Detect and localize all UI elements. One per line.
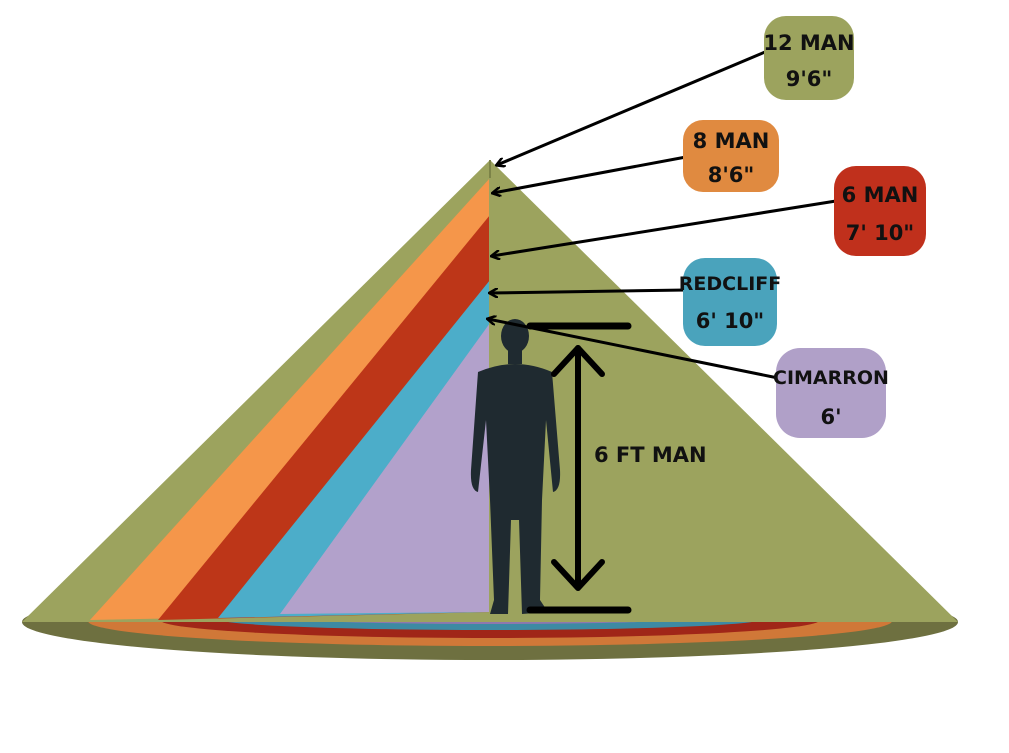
label-6-man: 6 MAN 7' 10"	[834, 166, 926, 256]
man-height-label: 6 FT MAN	[594, 443, 707, 467]
label-12-man-name: 12 MAN	[763, 31, 854, 55]
label-cimarron: CIMARRON 6'	[773, 348, 889, 438]
label-cimarron-name: CIMARRON	[773, 367, 889, 389]
person-silhouette	[470, 319, 561, 614]
label-12-man-height: 9'6"	[786, 67, 833, 91]
label-redcliff: REDCLIFF 6' 10"	[679, 258, 781, 346]
label-6-man-height: 7' 10"	[846, 221, 915, 245]
label-8-man-height: 8'6"	[708, 163, 755, 187]
callout-arrow-12-man	[497, 50, 766, 165]
label-12-man: 12 MAN 9'6"	[763, 16, 855, 100]
callout-arrow-8-man	[493, 155, 687, 193]
callout-arrow-cimarron	[488, 319, 779, 380]
callout-arrow-6-man	[492, 199, 837, 256]
label-cimarron-height: 6'	[820, 405, 841, 429]
label-8-man: 8 MAN 8'6"	[683, 120, 779, 192]
label-redcliff-name: REDCLIFF	[679, 273, 781, 295]
label-6-man-name: 6 MAN	[842, 183, 919, 207]
label-redcliff-height: 6' 10"	[696, 309, 765, 333]
height-indicator	[526, 322, 632, 614]
label-8-man-name: 8 MAN	[693, 129, 770, 153]
tent-cimarron-shape	[280, 323, 490, 614]
callout-arrow-redcliff	[490, 290, 687, 293]
